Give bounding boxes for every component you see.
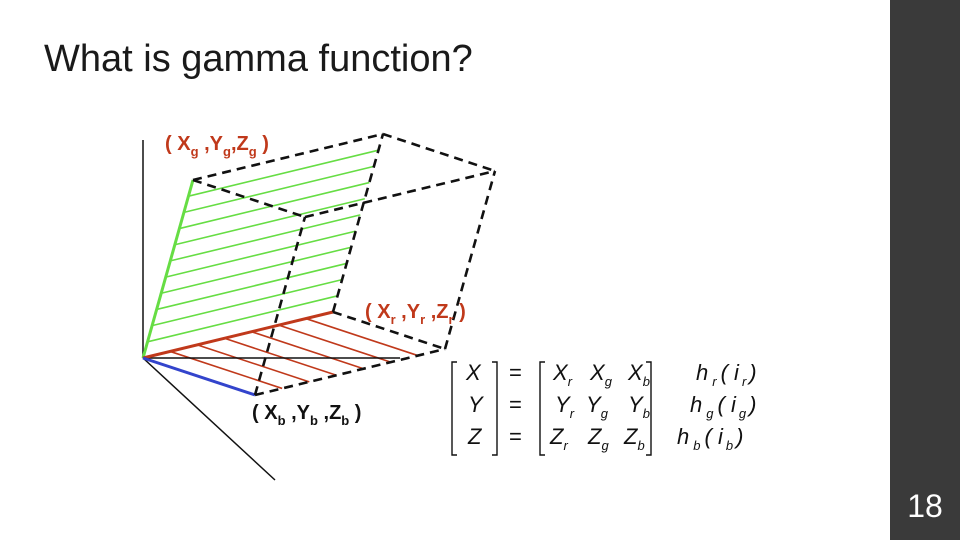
red-hatch-line [305, 317, 419, 357]
red-hatch-line [169, 350, 283, 390]
green-hatch-line [170, 214, 361, 262]
matrix-cell: Xg [589, 360, 613, 389]
lhs-right-bracket [492, 361, 498, 456]
slide-number: 18 [907, 488, 943, 524]
green-hatch-line [156, 262, 347, 311]
green-hatch-line [147, 295, 338, 343]
matrix-left-bracket [539, 361, 545, 456]
matrix-cell: Zr [549, 424, 568, 453]
green-hatch-line [174, 197, 366, 246]
matrix-cell: Zg [587, 424, 609, 453]
matrix-cell: Yb [628, 392, 650, 421]
matrix-cell: Yg [586, 392, 609, 421]
red-point-label: ( Xr ,Yr ,Zr ) [365, 301, 466, 327]
green-hatch-line [188, 149, 379, 197]
blue-point-label: ( Xb ,Yb ,Zb ) [252, 402, 361, 428]
equals-2: = [509, 392, 522, 417]
red-hatch-line [251, 330, 364, 370]
gamma-diagram: ( Xg ,Yg,Zg ) ( Xr ,Yr ,Zr ) ( Xb ,Yb ,Z… [141, 132, 757, 481]
sidebar-band [890, 0, 960, 540]
matrix-cell: Xb [627, 360, 650, 389]
blue-vector [142, 356, 256, 397]
z-axis [142, 357, 276, 481]
green-hatch-area [147, 149, 379, 343]
matrix-cell: Xr [552, 360, 573, 389]
green-hatch-line [160, 246, 352, 295]
green-hatch-line [165, 230, 356, 278]
equals-1: = [509, 360, 522, 385]
lhs-y: Y [468, 392, 484, 417]
red-hatch-line [197, 344, 310, 383]
equals-3: = [509, 424, 522, 449]
slide-title: What is gamma function? [44, 38, 473, 80]
green-vector [141, 179, 195, 359]
red-hatch-line [278, 324, 391, 363]
green-point-label: ( Xg ,Yg,Zg ) [165, 133, 269, 159]
green-hatch-line [151, 278, 343, 327]
lhs-left-bracket [451, 361, 457, 456]
lhs-z: Z [467, 424, 483, 449]
lhs-x: X [465, 360, 482, 385]
matrix-cell: Yr [555, 392, 575, 421]
equation: X Y Z = = = Xr Xg Xb Yr Yg Yb Zr Zg Zb h… [451, 360, 757, 456]
red-vector [142, 310, 334, 360]
red-hatch-line [224, 337, 337, 377]
matrix-cell: Zb [623, 424, 645, 453]
green-hatch-line [179, 181, 370, 230]
green-hatch-line [183, 165, 375, 214]
matrix-right-bracket [646, 361, 652, 456]
dashed-box [192, 132, 497, 397]
